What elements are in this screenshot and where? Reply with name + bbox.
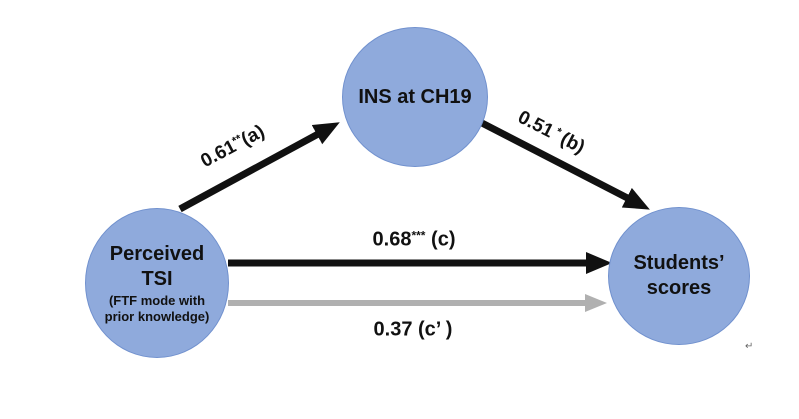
path-c-prime-coefficient-label: 0.37 (c’ ) [373,318,453,341]
node-predictor: Perceived TSI (FTF mode with prior knowl… [85,208,229,358]
path-c-coefficient-label: 0.68*** (c) [372,228,456,251]
paragraph-return-mark: ↵ [745,341,754,352]
node-predictor-sublabel: (FTF mode with prior knowledge) [104,292,210,324]
node-outcome: Students’ scores [608,207,750,345]
path-a-arrow [178,122,340,213]
node-outcome-label: Students’ scores [633,252,725,299]
node-mediator-label: INS at CH19 [358,85,472,108]
path-b-arrow [478,118,650,210]
node-predictor-label: Perceived TSI [109,242,205,290]
node-mediator: INS at CH19 [342,27,488,167]
